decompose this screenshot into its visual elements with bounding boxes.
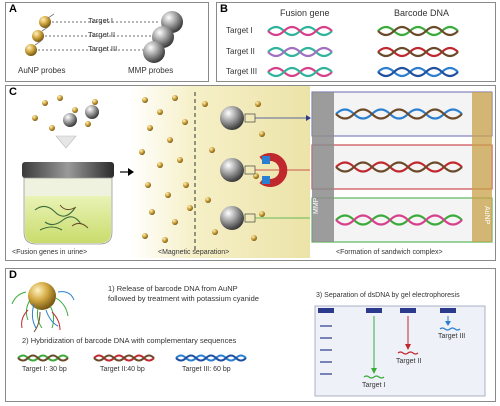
aunp-probe-3 [25, 44, 37, 56]
fusion-gene-header: Fusion gene [280, 8, 330, 18]
panel-d-label: D [9, 269, 17, 281]
gel-label-target-2: Target II [396, 358, 422, 365]
aunp-probe-2 [32, 30, 44, 42]
caption-fusion-genes: <Fusion genes in urine> [12, 249, 88, 256]
target-1-label-a: Target I [88, 16, 114, 25]
gel-label-target-3: Target III [438, 333, 466, 340]
barcode-target-2: Target II:40 bp [100, 366, 145, 373]
step-1-line-2: followed by treatment with potassium cya… [108, 294, 259, 303]
panel-b-label: B [220, 3, 228, 15]
panel-d-graphics [11, 282, 486, 397]
mmp-probes-label: MMP probes [128, 66, 174, 75]
target-2-label-a: Target II [88, 30, 116, 39]
gel [314, 305, 486, 397]
barcode-target-1: Target I: 30 bp [22, 366, 67, 373]
step-1-line-1: 1) Release of barcode DNA from AuNP [108, 284, 238, 293]
panel-a-graphics [25, 11, 183, 63]
gel-label-target-1: Target I [362, 382, 386, 389]
mmp-probe-3 [143, 41, 165, 63]
panel-a-label: A [9, 3, 17, 15]
mmp-bead-1 [220, 106, 244, 130]
caption-magnetic-separation: <Magnetic separation> [158, 249, 230, 256]
target-3-label-b: Target III [226, 67, 258, 76]
aunp-side-label: AuNP [483, 206, 490, 225]
jar-lid [22, 162, 114, 178]
step-2-text: 2) Hybridization of barcode DNA with com… [22, 336, 237, 345]
mmp-bead-3 [220, 206, 244, 230]
target-3-label-a: Target III [88, 44, 118, 53]
panel-c-label: C [9, 86, 17, 98]
target-1-label-b: Target I [226, 26, 253, 35]
step-3-text: 3) Separation of dsDNA by gel electropho… [316, 292, 460, 299]
panel-b-graphics [267, 25, 459, 78]
mmp-bead-2 [220, 158, 244, 182]
aunp-probe-1 [39, 16, 51, 28]
aunp-probes-label: AuNP probes [18, 66, 66, 75]
barcode-dna-header: Barcode DNA [394, 8, 450, 18]
panel-c-graphics [22, 86, 493, 258]
caption-sandwich-complex: <Formation of sandwich complex> [336, 249, 443, 256]
barcode-target-3: Target III: 60 bp [182, 366, 231, 373]
mmp-side-label: MMP [313, 197, 320, 214]
target-2-label-b: Target II [226, 47, 255, 56]
aunp-release-icon [28, 282, 56, 310]
